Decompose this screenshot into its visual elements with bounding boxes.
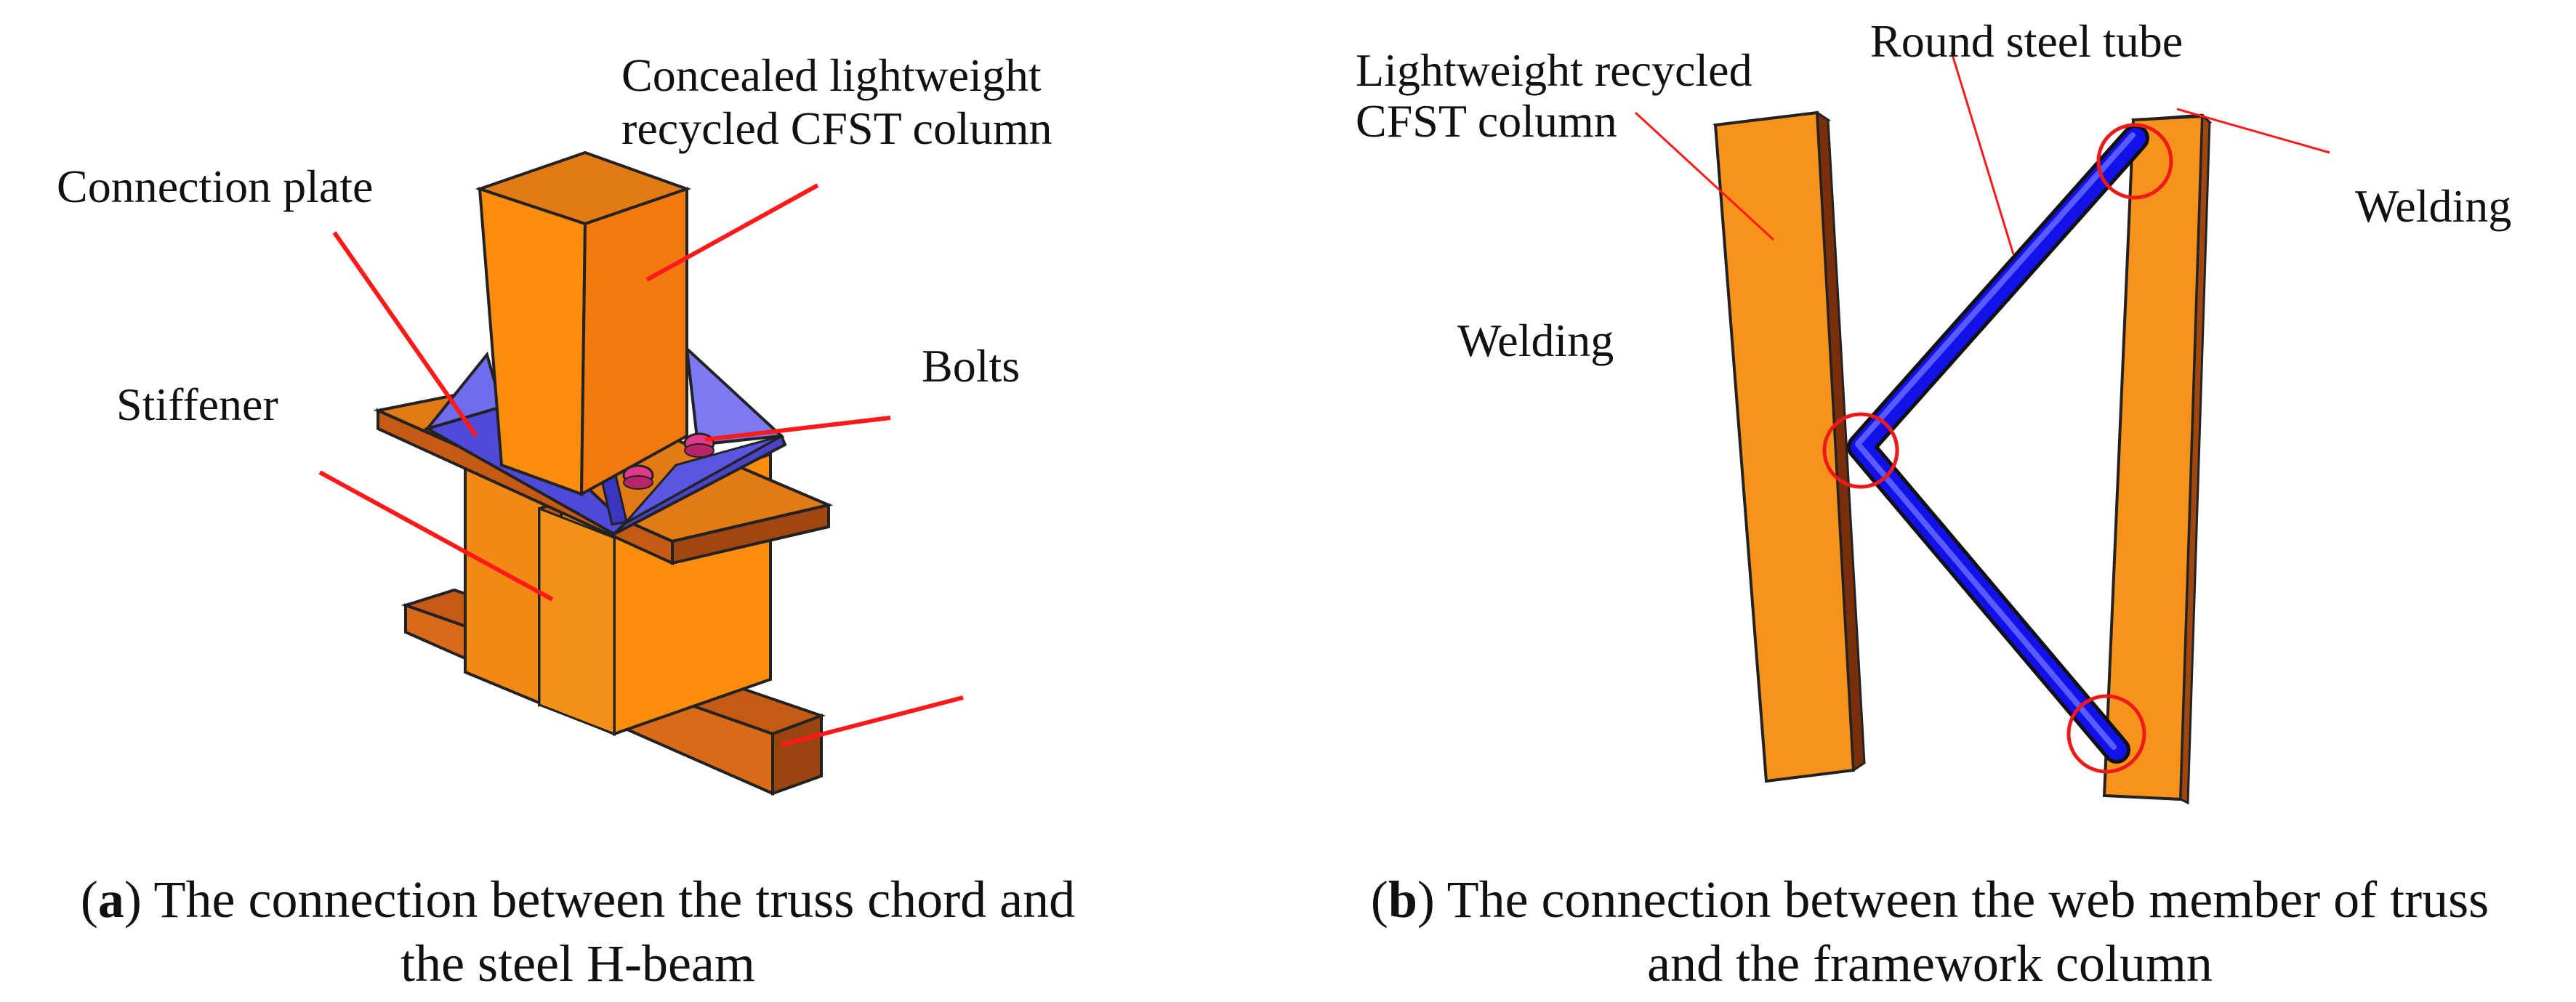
caption-b-letter: b [1388,870,1417,929]
label-column-line1: Concealed lightweight [621,49,1042,101]
leader-welding-right [2176,108,2330,154]
label-round-steel-tube: Round steel tube [1870,15,2183,67]
panel-b-leader-lines [1634,52,2330,255]
panel-a-diagram: Concealed lightweight recycled CFST colu… [57,49,1052,796]
caption-b-line1: The connection between the web member of… [1447,870,2490,929]
caption-a: (a) The connection between the truss cho… [81,870,1075,993]
svg-text:(b) The connection between the: (b) The connection between the web membe… [1371,870,2489,929]
concealed-cfst-column [475,150,692,497]
weld-circle-top [2096,123,2173,200]
label-stiffener: Stiffener [116,379,278,430]
round-steel-tube [1847,124,2149,764]
leader-stiffener [318,470,554,602]
label-lightweight-column-line2: CFST column [1356,95,1617,147]
weld-circle-middle [1822,412,1899,489]
label-welding-right: Welding [2355,180,2511,232]
label-connection-plate: Connection plate [57,161,373,212]
label-bolts: Bolts [922,340,1020,392]
stiffener-plate [538,499,616,736]
caption-a-letter: a [98,870,124,929]
weld-circle-bottom [2066,694,2146,774]
label-column-line2: recycled CFST column [621,102,1052,154]
leader-bolts [704,416,891,442]
left-cfst-column [1712,110,1866,783]
welding-circles [1822,123,2173,774]
caption-b: (b) The connection between the web membe… [1371,870,2489,993]
caption-b-line2: and the framework column [1647,934,2213,993]
label-welding-left: Welding [1457,315,1614,366]
caption-a-line2: the steel H-beam [401,934,755,993]
right-cfst-column [2102,113,2213,805]
leader-flange [781,695,964,747]
label-lightweight-column-line1: Lightweight recycled [1356,44,1752,96]
panel-a-leader-lines [318,183,964,747]
panel-b-diagram: Lightweight recycled CFST column Round s… [1356,15,2511,805]
caption-a-line1: The connection between the truss chord a… [154,870,1076,929]
leader-connection-plate [332,231,478,437]
leader-tube [1950,52,2015,255]
leader-column [645,183,819,282]
leader-column-b [1634,111,1775,241]
svg-text:(a) The connection between the: (a) The connection between the truss cho… [81,870,1075,929]
